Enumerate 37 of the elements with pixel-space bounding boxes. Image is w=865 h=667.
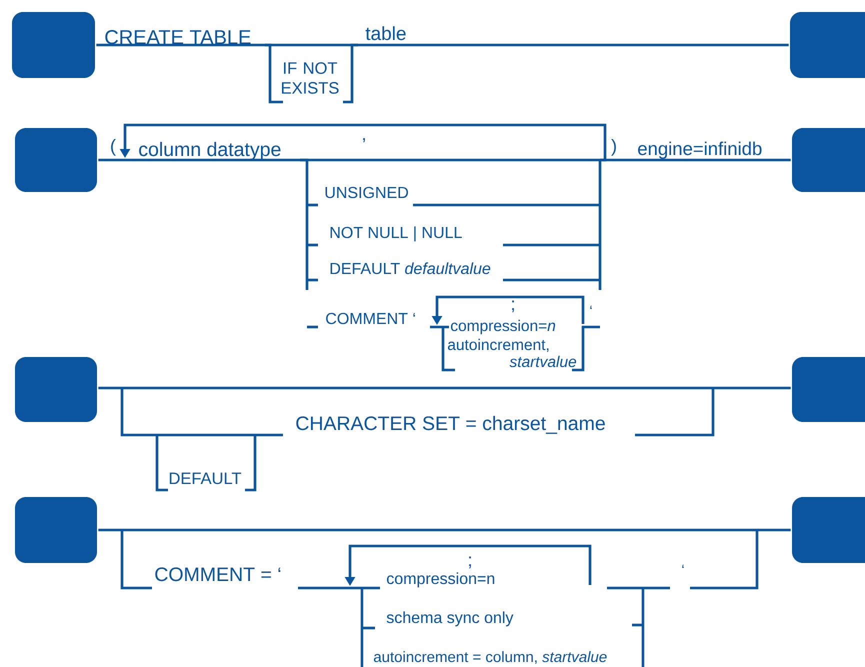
keyword-label: autoincrement = column, startvalue bbox=[374, 651, 607, 664]
keyword-label: CHARACTER SET = charset_name bbox=[296, 416, 605, 434]
rail-line bbox=[98, 386, 791, 390]
keyword-label: compression=n bbox=[386, 572, 494, 588]
keyword-label: DEFAULT bbox=[170, 472, 242, 484]
terminal-box bbox=[792, 497, 865, 563]
keyword-label: ‘ bbox=[590, 306, 592, 310]
keyword-label: engine=infinidb bbox=[638, 142, 762, 159]
keyword-label: CREATE TABLE bbox=[105, 30, 251, 44]
terminal-box bbox=[790, 12, 865, 78]
keyword-label: compression=n bbox=[450, 320, 556, 334]
keyword-label: ‘ bbox=[682, 564, 684, 568]
keyword-label: ( bbox=[111, 138, 116, 156]
keyword-label: NOT NULL | NULL bbox=[330, 226, 462, 242]
terminal-box bbox=[792, 128, 865, 192]
keyword-label: table bbox=[366, 26, 406, 40]
terminal-box bbox=[12, 12, 95, 78]
rail-line bbox=[98, 158, 791, 162]
keyword-label: UNSIGNED bbox=[326, 186, 408, 198]
keyword-label: column datatype bbox=[139, 142, 280, 160]
keyword-label: ) bbox=[611, 138, 616, 156]
terminal-box bbox=[15, 128, 97, 192]
rail-line bbox=[98, 528, 791, 532]
keyword-label: schema sync only bbox=[386, 611, 514, 626]
terminal-box bbox=[15, 497, 97, 563]
keyword-label: ; bbox=[469, 556, 471, 568]
keyword-label: COMMENT = ‘ bbox=[155, 567, 280, 582]
keyword-label: COMMENT ‘ bbox=[326, 312, 415, 324]
terminal-box bbox=[792, 357, 865, 422]
keyword-label: IF NOT EXISTS bbox=[282, 62, 339, 94]
keyword-label: , bbox=[363, 138, 365, 142]
terminal-box bbox=[15, 357, 97, 422]
keyword-label: startvalue bbox=[510, 356, 576, 368]
keyword-label: autoincrement, bbox=[448, 338, 548, 352]
keyword-label: ; bbox=[512, 300, 514, 312]
rail-line bbox=[96, 44, 789, 46]
keyword-label: DEFAULT defaultvalue bbox=[330, 262, 490, 274]
